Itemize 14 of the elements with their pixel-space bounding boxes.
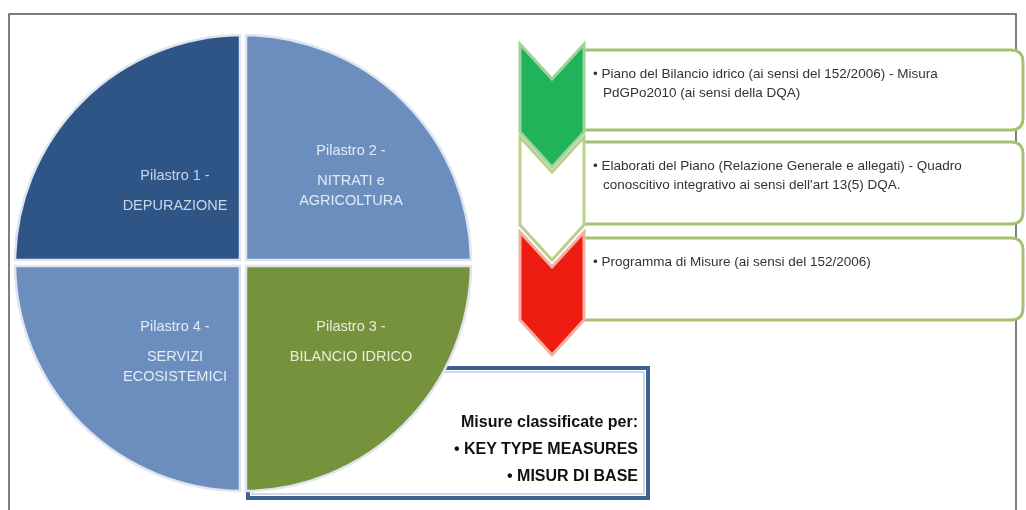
panel-text: • MISUR DI BASE	[506, 466, 638, 486]
quadrant-label: BILANCIO IDRICO	[288, 347, 414, 366]
quadrant-label: DEPURAZIONE	[121, 196, 229, 215]
panel-text: Misure classificate per:	[460, 412, 638, 432]
bullet-text: • Programma di Misure (ai sensi del 152/2006)	[593, 253, 872, 271]
quadrant-label: Pilastro 4 -	[139, 317, 211, 336]
quadrant-label: Pilastro 2 -	[315, 141, 387, 160]
quadrant-label: Pilastro 3 -	[315, 317, 387, 336]
quadrant-label: SERVIZI ECOSISTEMICI	[122, 347, 228, 386]
quadrant-label: Pilastro 1 -	[139, 166, 211, 185]
panel-text: • KEY TYPE MEASURES	[453, 439, 638, 459]
bullet-text: • Piano del Bilancio idrico (ai sensi del 152/2006) - Misura PdGPo2010 (ai sensi della DQA)	[593, 65, 939, 102]
quadrant-label: NITRATI e AGRICOLTURA	[298, 171, 404, 210]
bullet-text: • Elaborati del Piano (Relazione Generale e allegati) - Quadro conoscitivo integrativo ai sensi dell'art 13(5) DQA.	[593, 157, 963, 194]
